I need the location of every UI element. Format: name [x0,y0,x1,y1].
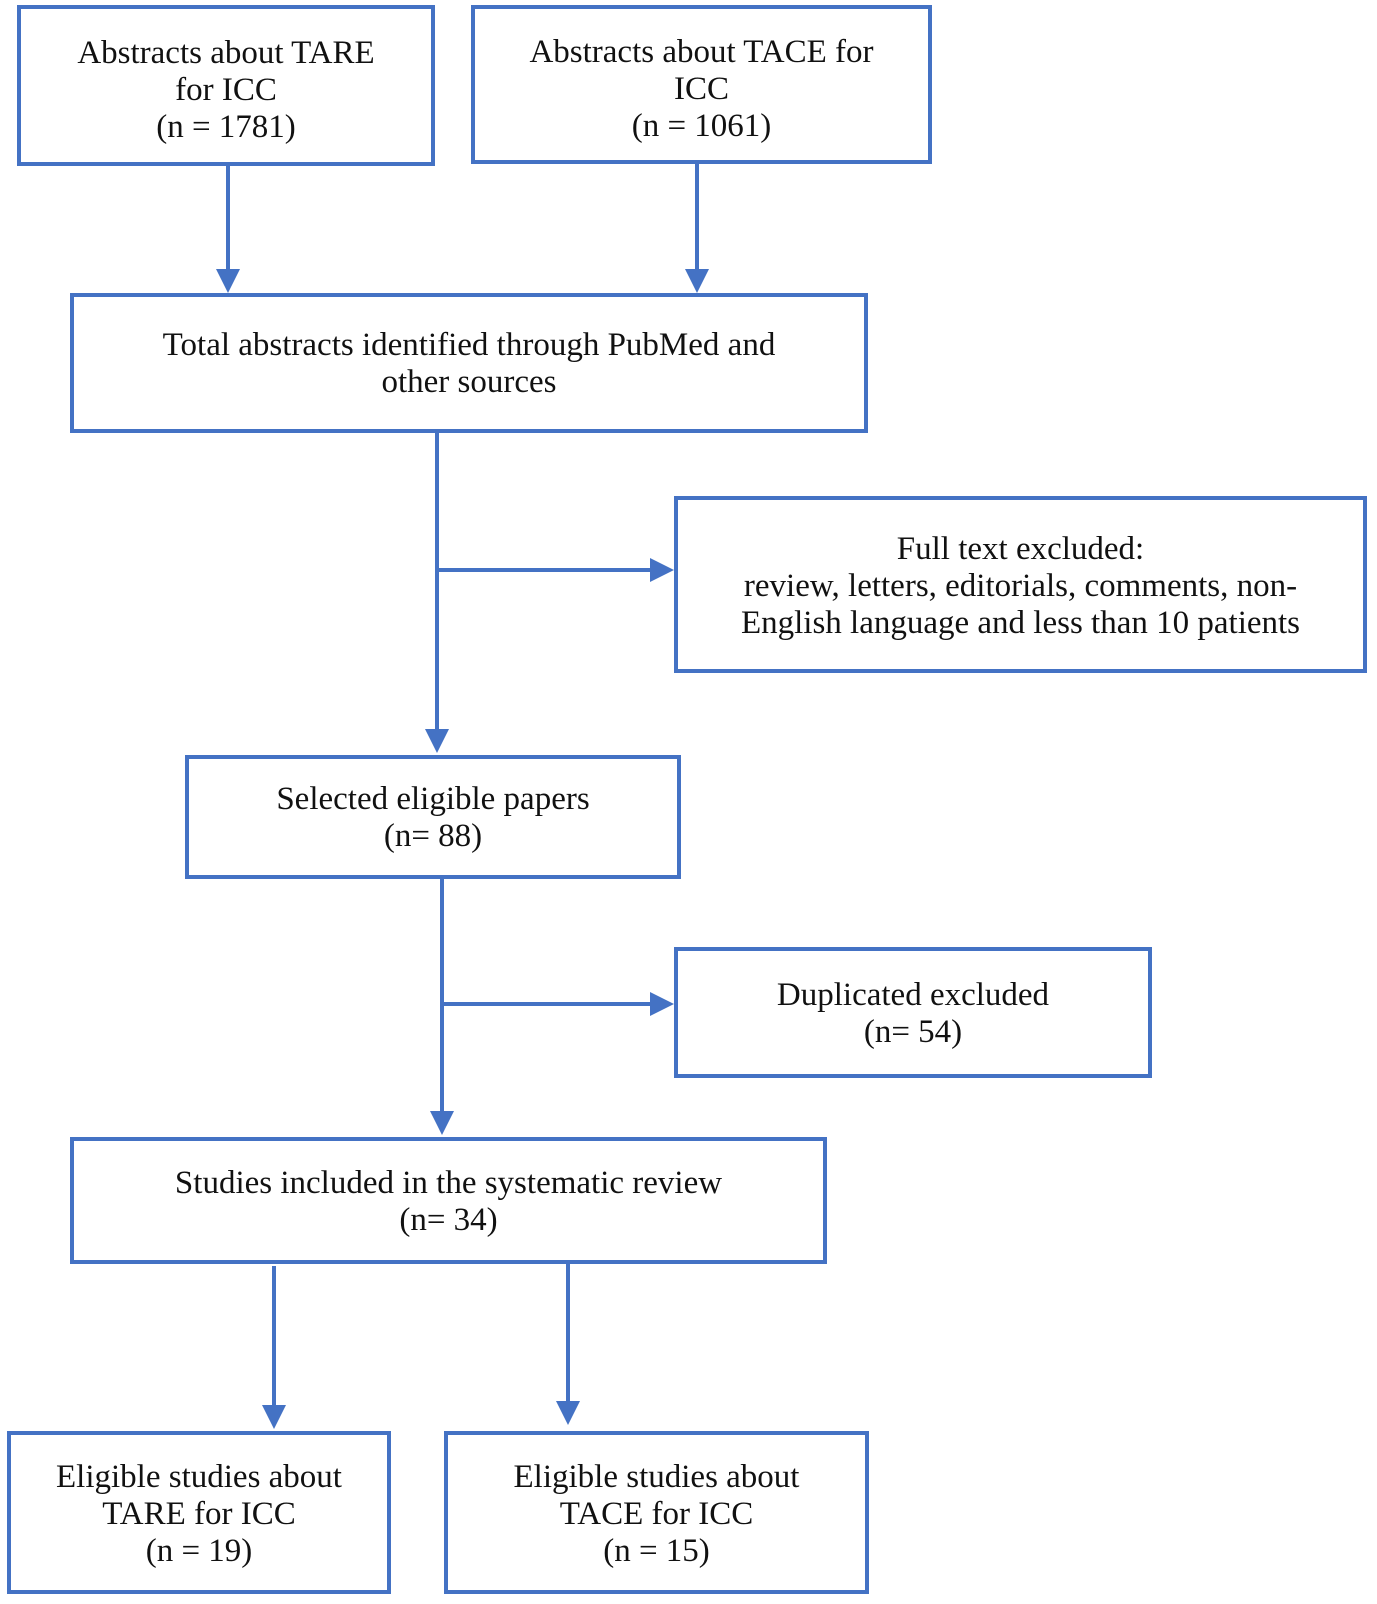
total-abstracts-subtitle: other sources [381,364,557,400]
tace-abstracts-subtitle: ICC [673,71,729,107]
studies-included-title: Studies included in the systematic revie… [174,1165,723,1201]
tare-eligible-count: (n = 19) [145,1533,253,1569]
total-abstracts-title: Total abstracts identified through PubMe… [162,327,776,363]
full-text-excluded-reasons: review, letters, editorials, comments, n… [743,568,1298,604]
tace-eligible-subtitle: TACE for ICC [559,1496,754,1532]
tace-abstracts-box: Abstracts about TACE for ICC (n = 1061) [471,5,932,164]
tare-abstracts-count: (n = 1781) [156,109,296,145]
selected-eligible-title: Selected eligible papers [276,781,590,817]
tare-abstracts-box: Abstracts about TARE for ICC (n = 1781) [17,5,435,166]
full-text-excluded-title: Full text excluded: [896,531,1145,567]
full-text-excluded-reasons-cont: English language and less than 10 patien… [740,605,1301,641]
tace-eligible-title: Eligible studies about [513,1459,800,1495]
tare-abstracts-subtitle: for ICC [175,72,277,108]
tace-abstracts-title: Abstracts about TACE for [529,34,874,70]
tare-eligible-title: Eligible studies about [56,1459,342,1495]
tace-abstracts-count: (n = 1061) [631,108,772,144]
total-abstracts-box: Total abstracts identified through PubMe… [70,293,868,433]
selected-eligible-box: Selected eligible papers (n= 88) [185,755,681,879]
duplicated-excluded-box: Duplicated excluded (n= 54) [674,947,1152,1078]
selected-eligible-count: (n= 88) [383,818,483,854]
duplicated-excluded-count: (n= 54) [863,1014,963,1050]
tare-eligible-box: Eligible studies about TARE for ICC (n =… [7,1431,391,1594]
tare-eligible-subtitle: TARE for ICC [102,1496,296,1532]
studies-included-count: (n= 34) [399,1202,498,1238]
tace-eligible-count: (n = 15) [603,1533,710,1569]
tare-abstracts-title: Abstracts about TARE [77,35,375,71]
studies-included-box: Studies included in the systematic revie… [70,1137,827,1264]
duplicated-excluded-title: Duplicated excluded [776,977,1050,1013]
tace-eligible-box: Eligible studies about TACE for ICC (n =… [444,1431,869,1594]
full-text-excluded-box: Full text excluded: review, letters, edi… [674,496,1367,673]
